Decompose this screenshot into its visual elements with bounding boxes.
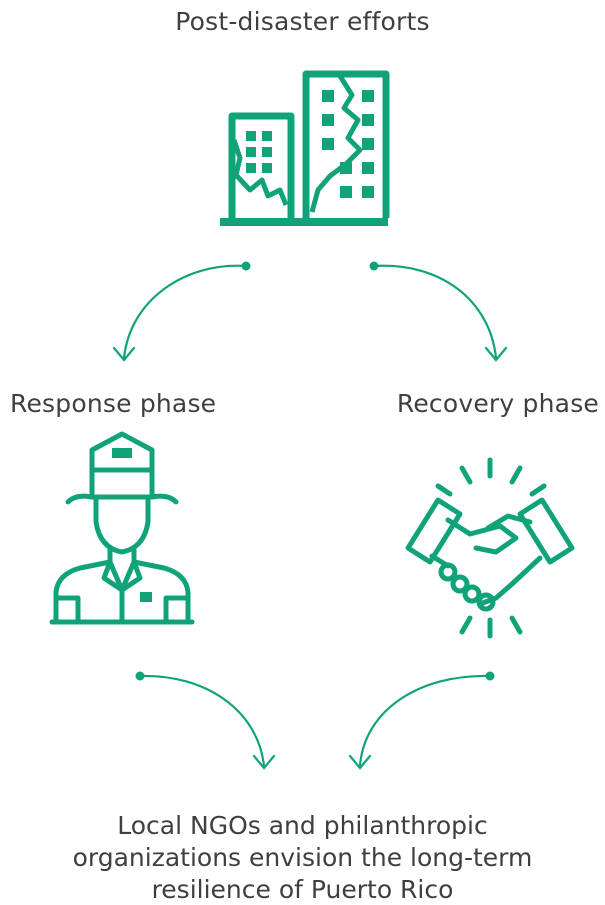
arrow-dot — [485, 671, 495, 681]
arrow-dot — [369, 261, 379, 271]
diagram-title: Post-disaster efforts — [175, 7, 430, 36]
arrow-to-response — [112, 264, 248, 362]
arrow-dot — [135, 671, 145, 681]
arrow-to-outcome-right — [348, 674, 492, 770]
handshake-icon — [405, 457, 575, 639]
outcome-text: Local NGOs and philanthropic organizatio… — [40, 810, 565, 905]
outcome-line: organizations envision the long-term — [72, 843, 533, 872]
recovery-phase-label: Recovery phase — [396, 389, 599, 418]
damaged-buildings-icon — [220, 70, 390, 226]
outcome-line: Local NGOs and philanthropic — [117, 811, 488, 840]
arrow-dot — [241, 261, 251, 271]
rescue-worker-icon — [49, 431, 195, 625]
arrow-to-recovery — [372, 264, 508, 362]
response-phase-label: Response phase — [10, 389, 217, 418]
arrow-to-outcome-left — [138, 674, 276, 770]
outcome-line: resilience of Puerto Rico — [151, 875, 454, 904]
